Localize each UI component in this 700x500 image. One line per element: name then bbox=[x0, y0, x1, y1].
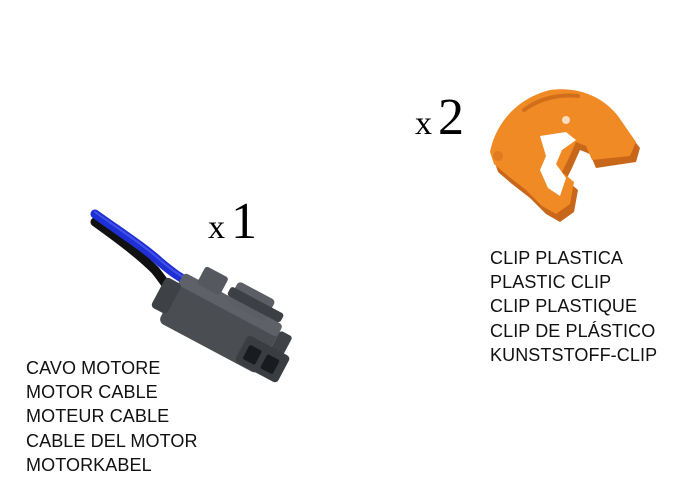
cable-name-en: MOTOR CABLE bbox=[26, 382, 158, 403]
clip-quantity-value: 2 bbox=[438, 89, 464, 146]
cable-quantity-prefix: x bbox=[208, 209, 225, 246]
clip-name-it: CLIP PLASTICA bbox=[490, 248, 624, 268]
connector-face bbox=[235, 336, 290, 383]
cable-name-it: CAVO MOTORE bbox=[26, 358, 161, 378]
cable-name-fr: MOTEUR CABLE bbox=[26, 406, 170, 427]
clip-name-list: CLIP PLASTICA PLASTIC CLIP CLIP PLASTIQU… bbox=[490, 246, 657, 367]
cable-name-de: MOTORKABEL bbox=[26, 454, 152, 475]
cable-quantity-value: 1 bbox=[231, 193, 257, 250]
clip-quantity-prefix: x bbox=[415, 105, 432, 142]
clip-name-fr: CLIP PLASTIQUE bbox=[490, 296, 638, 317]
clip-name-es: CLIP DE PLÁSTICO bbox=[490, 320, 656, 341]
clip-slot bbox=[540, 132, 576, 196]
clip-name-en: PLASTIC CLIP bbox=[490, 272, 612, 293]
clip-name-de: KUNSTSTOFF-CLIP bbox=[490, 344, 658, 365]
cable-name-es: CABLE DEL MOTOR bbox=[26, 430, 198, 451]
clip-face bbox=[490, 89, 636, 214]
blue-wire bbox=[90, 209, 197, 289]
cable-name-list: CAVO MOTORE MOTOR CABLE MOTEUR CABLE CAB… bbox=[26, 356, 198, 477]
